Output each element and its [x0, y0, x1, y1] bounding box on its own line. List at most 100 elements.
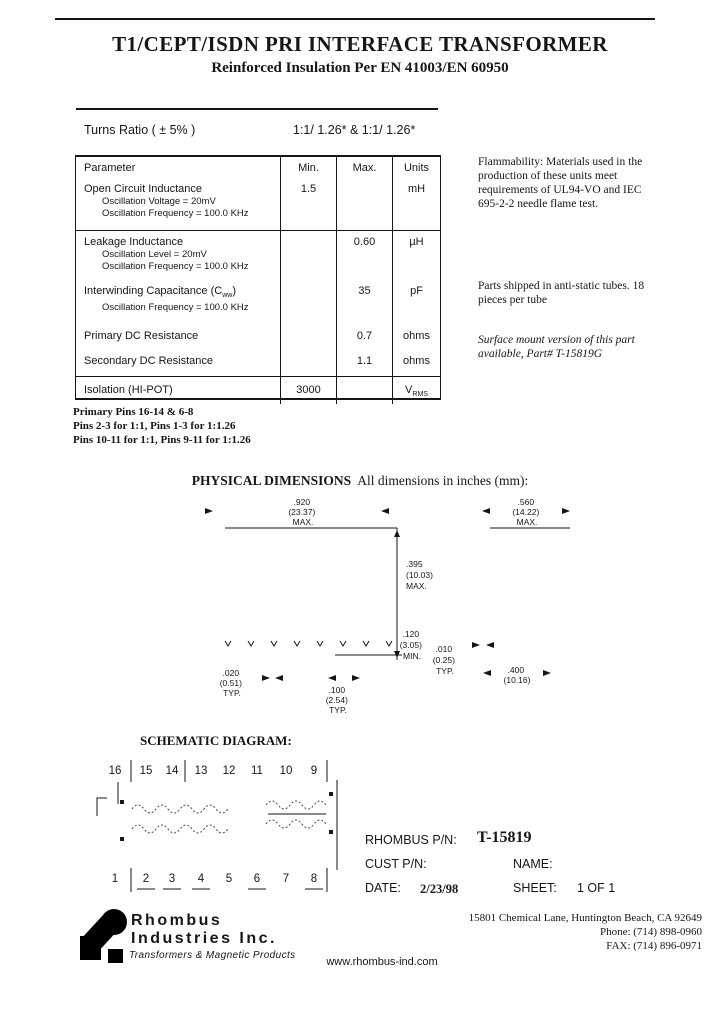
- rhombus-pn-value: T-15819: [477, 829, 532, 846]
- svg-text:16: 16: [109, 765, 122, 777]
- company-address-block: 15801 Chemical Lane, Huntington Beach, C…: [420, 911, 702, 953]
- table-row: Open Circuit Inductance Oscillation Volt…: [76, 177, 440, 230]
- pin-note-line: Pins 10-11 for 1:1, Pins 9-11 for 1:1.26: [73, 434, 251, 446]
- sheet-label: SHEET:: [513, 881, 557, 895]
- company-tagline: Transformers & Magnetic Products: [129, 950, 296, 961]
- page-subtitle: Reinforced Insulation Per EN 41003/EN 60…: [211, 60, 509, 76]
- param-name: Primary DC Resistance: [84, 330, 199, 342]
- param-name: Leakage Inductance: [84, 236, 184, 248]
- dim-row-spacing: .400 (10.16): [504, 665, 531, 685]
- svg-text:14: 14: [166, 765, 179, 777]
- param-detail: Oscillation Frequency = 100.0 KHz: [102, 302, 249, 314]
- title-block: RHOMBUS P/N: T-15819 CUST P/N: NAME: DAT…: [365, 829, 695, 901]
- turns-ratio-value: 1:1/ 1.26* & 1:1/ 1.26*: [293, 123, 416, 137]
- table-row: Interwinding Capacitance (Cww) Oscillati…: [76, 281, 440, 323]
- secondary-winding: [265, 792, 333, 834]
- units-value: ohms: [403, 355, 430, 367]
- col-header-units: Units: [403, 162, 430, 174]
- dim-body-width: .920 (23.37) MAX.: [288, 497, 317, 527]
- max-value: [337, 377, 393, 404]
- rhombus-pn-label: RHOMBUS P/N:: [365, 833, 457, 847]
- min-value: [281, 350, 337, 376]
- units-value: ohms: [403, 330, 430, 342]
- units-value: VRMS: [405, 384, 428, 399]
- max-value: 35: [337, 281, 393, 323]
- top-rule: [55, 18, 655, 20]
- svg-text:7: 7: [283, 873, 289, 885]
- table-row: Isolation (HI-POT) 3000 VRMS: [76, 376, 440, 404]
- packaging-note: Parts shipped in anti-static tubes. 18 p…: [478, 280, 645, 306]
- pin-end-marks: [224, 640, 393, 647]
- cust-pn-label: CUST P/N:: [365, 857, 427, 871]
- param-name: Open Circuit Inductance: [84, 183, 203, 195]
- param-detail: Oscillation Level = 20mV: [102, 249, 207, 260]
- schematic-drawing: 16 15 14 13 12 11 10 9: [96, 760, 338, 892]
- col-header-parameter: Parameter: [76, 157, 281, 177]
- svg-text:15: 15: [140, 765, 153, 777]
- svg-text:13: 13: [195, 765, 208, 777]
- company-name-line2: Industries Inc.: [131, 930, 277, 947]
- primary-winding: [120, 800, 229, 841]
- company-name: Rhombus Industries Inc.: [131, 912, 277, 948]
- units-value: µH: [409, 236, 424, 248]
- max-value: 0.60: [337, 231, 393, 281]
- max-value: 1.1: [337, 350, 393, 376]
- website-url: www.rhombus-ind.com: [326, 956, 438, 968]
- dim-lead-width: .020 (0.51) TYP.: [220, 668, 245, 698]
- surface-mount-note: Surface mount version of this part avail…: [478, 334, 635, 360]
- dim-lead-thickness: .010 (0.25) TYP.: [433, 644, 458, 676]
- svg-text:3: 3: [169, 873, 175, 885]
- units-value: pF: [410, 285, 423, 297]
- col-header-min: Min.: [281, 157, 337, 177]
- dimension-drawing: .920 (23.37) MAX. .560 (14.22) MAX. .395…: [205, 497, 570, 715]
- spec-table: Parameter Min. Max. Units Open Circuit I…: [75, 155, 441, 404]
- rhombus-logo-icon: [80, 909, 127, 963]
- company-name-line1: Rhombus: [131, 912, 223, 929]
- svg-text:8: 8: [311, 873, 317, 885]
- date-label: DATE:: [365, 881, 401, 895]
- param-name: Interwinding Capacitance (Cww): [84, 285, 236, 300]
- dim-body-depth: .560 (14.22) MAX.: [512, 497, 541, 527]
- dim-body-height: .395 (10.03) MAX.: [406, 559, 435, 591]
- schematic-heading: SCHEMATIC DIAGRAM:: [140, 733, 292, 748]
- turns-ratio-label: Turns Ratio ( ± 5% ): [84, 123, 196, 137]
- page-title: T1/CEPT/ISDN PRI INTERFACE TRANSFORMER: [112, 32, 608, 56]
- dim-lead-length: .120 (3.05) MIN.: [400, 629, 425, 661]
- address-line: 15801 Chemical Lane, Huntington Beach, C…: [468, 912, 702, 924]
- min-value: [281, 231, 337, 281]
- sheet-value: 1 OF 1: [577, 881, 616, 895]
- col-header-max: Max.: [337, 157, 393, 177]
- turns-ratio-rule: [76, 108, 438, 110]
- flammability-note: Flammability: Materials used in the prod…: [478, 156, 643, 210]
- table-row: Secondary DC Resistance 1.1 ohms: [76, 350, 440, 376]
- svg-text:12: 12: [223, 765, 236, 777]
- fax-line: FAX: (714) 896-0971: [606, 940, 702, 952]
- pin-note-line: Pins 2-3 for 1:1, Pins 1-3 for 1:1.26: [73, 420, 236, 432]
- units-value: mH: [407, 183, 426, 195]
- min-value: 3000: [281, 377, 337, 404]
- pin-configuration-notes: Primary Pins 16-14 & 6-8 Pins 2-3 for 1:…: [73, 405, 251, 447]
- schematic-bottom-pins: 1 2 3 4 5 6 7 8: [112, 873, 317, 885]
- pin-note-line: Primary Pins 16-14 & 6-8: [73, 406, 194, 418]
- svg-text:6: 6: [254, 873, 260, 885]
- spec-table-header-row: Parameter Min. Max. Units: [76, 157, 440, 177]
- schematic-top-pins: 16 15 14 13 12 11 10 9: [109, 765, 318, 777]
- svg-text:2: 2: [143, 873, 149, 885]
- date-value: 2/23/98: [420, 882, 459, 896]
- param-detail: Oscillation Frequency = 100.0 KHz: [102, 208, 249, 219]
- svg-text:11: 11: [251, 765, 263, 777]
- svg-text:5: 5: [226, 873, 232, 885]
- min-value: [281, 281, 337, 323]
- phone-line: Phone: (714) 898-0960: [599, 926, 702, 938]
- table-row: Primary DC Resistance 0.7 ohms: [76, 323, 440, 350]
- svg-text:4: 4: [198, 873, 205, 885]
- svg-text:9: 9: [311, 765, 317, 777]
- name-label: NAME:: [513, 857, 553, 871]
- param-name: Secondary DC Resistance: [84, 355, 214, 367]
- param-name: Isolation (HI-POT): [84, 384, 173, 396]
- dim-pin-pitch: .100 (2.54) TYP.: [326, 685, 351, 715]
- param-detail: Oscillation Voltage = 20mV: [102, 196, 216, 207]
- svg-text:10: 10: [280, 765, 293, 777]
- max-value: [337, 177, 393, 230]
